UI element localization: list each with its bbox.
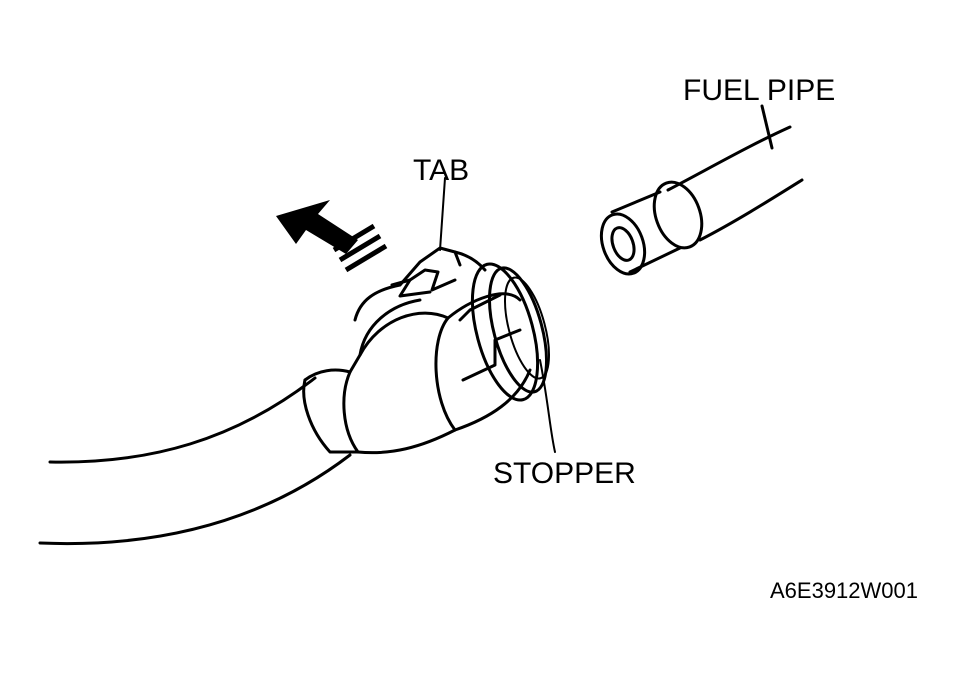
fuel-pipe-label: FUEL PIPE <box>683 74 835 107</box>
fuel-pipe <box>599 104 804 276</box>
push-arrow-icon <box>276 200 388 273</box>
fuel-hose <box>38 376 352 546</box>
stopper-leader-line <box>539 359 556 453</box>
stopper-label: STOPPER <box>493 457 636 490</box>
tab-label: TAB <box>413 154 469 187</box>
figure-code: A6E3912W001 <box>770 578 918 603</box>
quick-connector <box>302 246 550 455</box>
tab-leader-line <box>439 177 446 251</box>
